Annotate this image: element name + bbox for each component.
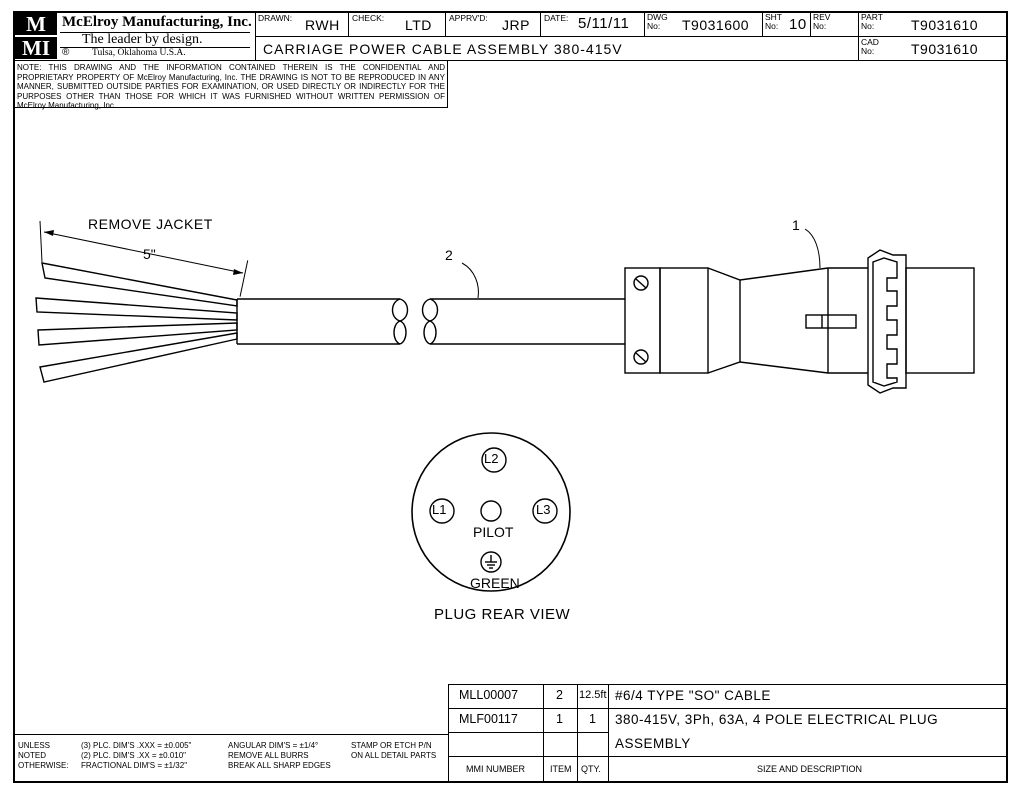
jacket-dimension: 5"	[143, 246, 156, 262]
tolerance-noted: NOTED	[18, 751, 46, 760]
sht-value: 10	[789, 16, 807, 33]
apprvd-value: JRP	[502, 17, 530, 33]
rear-view-label: PLUG REAR VIEW	[434, 606, 571, 623]
registered-mark: ®	[62, 47, 70, 58]
pin-l2-label: L2	[484, 451, 499, 466]
cad-value: T9031610	[911, 41, 979, 57]
row-2-mmi: MLF00117	[459, 712, 518, 726]
dwg-value: T9031600	[682, 17, 750, 33]
tolerance-burrs: REMOVE ALL BURRS	[228, 751, 309, 760]
balloon-1: 1	[792, 217, 800, 233]
drawn-label: DRAWN:	[258, 13, 293, 23]
header-mmi-number: MMI NUMBER	[466, 764, 525, 774]
pin-l3-label: L3	[536, 502, 551, 517]
company-location: Tulsa, Oklahoma U.S.A.	[92, 48, 186, 58]
tolerance-angular: ANGULAR DIM'S = ±1/4°	[228, 741, 319, 750]
company-name: McElroy Manufacturing, Inc.	[62, 14, 252, 30]
pin-l1-label: L1	[432, 502, 447, 517]
tolerance-edges: BREAK ALL SHARP EDGES	[228, 761, 331, 770]
company-tagline: The leader by design.	[82, 32, 203, 47]
cad-label: CAD No:	[861, 37, 879, 56]
remove-jacket-label: REMOVE JACKET	[88, 216, 213, 232]
wire-4	[39, 332, 238, 383]
row-1-qty: 12.5ft	[579, 689, 607, 701]
tolerance-3plc: (3) PLC. DIM'S .XXX = ±0.005"	[81, 741, 192, 750]
check-label: CHECK:	[352, 13, 385, 23]
row-2-item: 1	[556, 712, 563, 726]
bill-of-materials	[448, 684, 1008, 783]
header-item: ITEM	[550, 764, 572, 774]
pin-green-label: GREEN	[470, 575, 520, 591]
pin-pilot-label: PILOT	[473, 524, 514, 540]
stamp-note-1: STAMP OR ETCH P/N	[351, 741, 432, 750]
row-1-desc: #6/4 TYPE "SO" CABLE	[615, 688, 771, 703]
part-value: T9031610	[911, 17, 979, 33]
check-value: LTD	[405, 17, 432, 33]
part-label: PART No:	[861, 12, 883, 31]
row-1-mmi: MLL00007	[459, 688, 519, 702]
row-1-item: 2	[556, 688, 563, 702]
tolerance-2plc: (2) PLC. DIM'S .XX = ±0.010"	[81, 751, 187, 760]
dwg-label: DWG No:	[647, 12, 668, 31]
wire-1	[41, 262, 238, 307]
sht-label: SHT No:	[765, 12, 782, 31]
wire-3	[37, 322, 238, 346]
apprvd-label: APPRV'D:	[449, 13, 488, 23]
tolerance-unless: UNLESS	[18, 741, 51, 750]
date-label: DATE:	[544, 13, 569, 23]
drawing-title: CARRIAGE POWER CABLE ASSEMBLY 380-415V	[263, 41, 623, 57]
row-2-desc: 380-415V, 3Ph, 63A, 4 POLE ELECTRICAL PL…	[615, 712, 939, 727]
tolerance-fractional: FRACTIONAL DIM'S = ±1/32"	[81, 761, 188, 770]
rev-label: REV No:	[813, 12, 831, 31]
proprietary-note: NOTE: THIS DRAWING AND THE INFORMATION C…	[17, 63, 445, 110]
header-qty: QTY.	[581, 764, 601, 774]
row-2-qty: 1	[589, 712, 596, 726]
tolerance-otherwise: OTHERWISE:	[18, 761, 69, 770]
header-size-description: SIZE AND DESCRIPTION	[757, 764, 863, 774]
balloon-2: 2	[445, 247, 453, 263]
date-value: 5/11/11	[578, 15, 630, 32]
drawn-value: RWH	[305, 17, 340, 33]
stamp-note-2: ON ALL DETAIL PARTS	[351, 751, 437, 760]
assembly-label: ASSEMBLY	[615, 736, 691, 751]
